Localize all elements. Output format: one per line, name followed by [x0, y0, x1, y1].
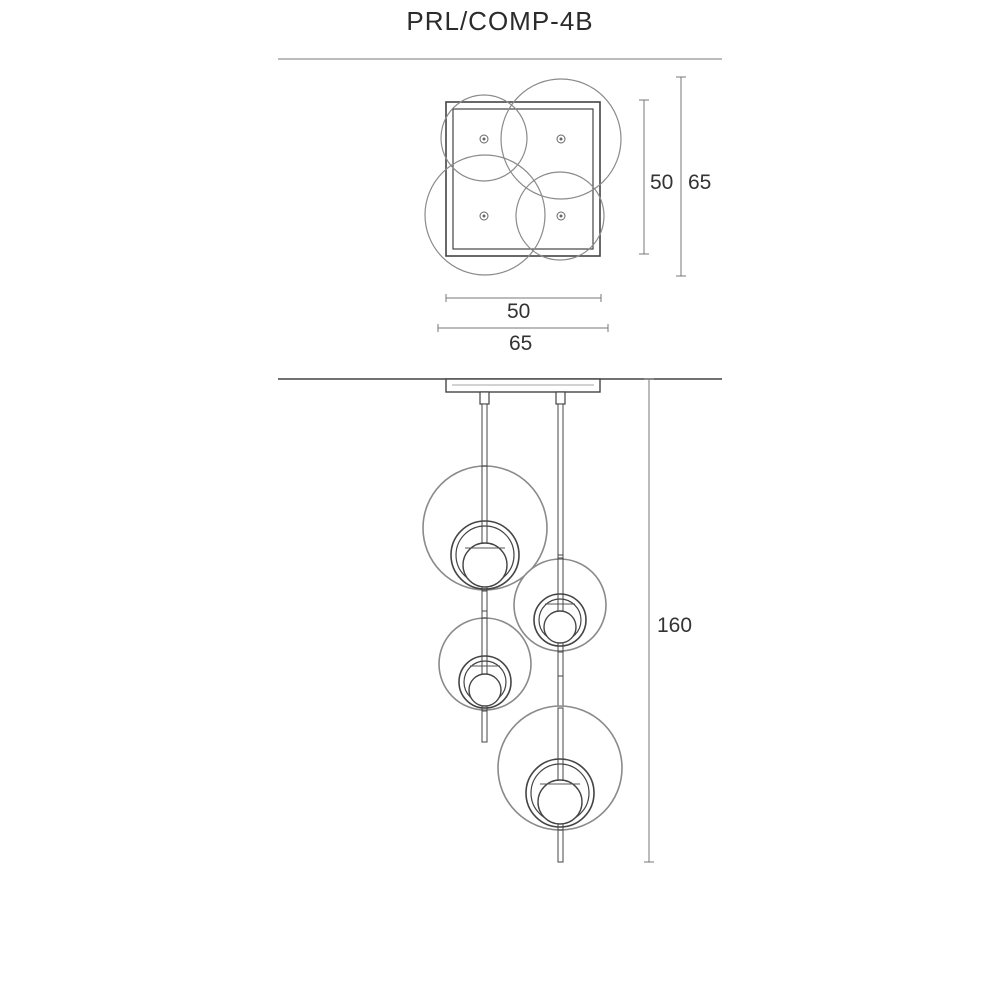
mount-point: [559, 214, 563, 218]
glass-globe-lower-left: [438, 617, 532, 712]
mount-point: [556, 211, 566, 221]
side-view: [278, 378, 722, 863]
total-height-label: 160: [657, 614, 693, 637]
outer-width-label: 65: [509, 332, 533, 355]
inner-height-label: 50: [650, 171, 674, 194]
mount-point: [559, 137, 563, 141]
mount-point: [482, 137, 486, 141]
canopy-inner-square: [452, 108, 594, 250]
glass-outline-bottom-left: [424, 154, 546, 276]
mount-point: [556, 134, 566, 144]
dim-line-outer-height: [676, 76, 686, 277]
glass-outline-top-right: [500, 78, 622, 200]
glass-globe-lower-right: [497, 705, 623, 831]
canopy-plate: [445, 378, 601, 393]
inner-width-label: 50: [507, 300, 531, 323]
product-code-title: PRL/COMP-4B: [406, 6, 594, 36]
glass-globe-middle-right: [513, 557, 607, 653]
mount-point: [482, 214, 486, 218]
dim-line-inner-height: [639, 99, 649, 255]
top-view: [424, 76, 686, 332]
glass-globe-upper-left: [422, 465, 548, 592]
glass-outline-bottom-right: [515, 171, 605, 261]
dim-line-outer-width: [437, 324, 609, 332]
dim-line-total-height: [644, 378, 654, 863]
canopy-outer-square: [445, 101, 601, 257]
glass-outline-top-left: [440, 94, 528, 182]
mount-points: [479, 134, 566, 221]
outer-height-label: 65: [688, 171, 712, 194]
dim-line-inner-width: [445, 294, 602, 302]
mount-point: [479, 211, 489, 221]
mount-point: [479, 134, 489, 144]
